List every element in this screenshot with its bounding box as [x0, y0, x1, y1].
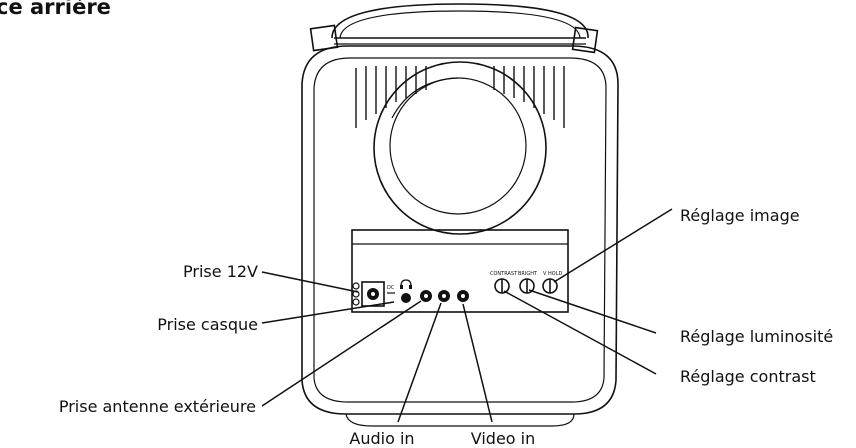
label-reglage-image: Réglage image: [680, 206, 800, 225]
tv-cabinet: [301, 45, 619, 427]
contrast-marking: CONTRAST: [490, 271, 518, 277]
label-reglage-luminosite: Réglage luminosité: [680, 327, 833, 346]
bright-marking: BRIGHT: [518, 271, 538, 277]
ventilation-slots: [355, 66, 565, 128]
carry-handle: [309, 3, 599, 54]
connector-panel: [351, 229, 569, 313]
leader-lines: [261, 208, 673, 423]
adjustment-knobs: CONTRAST BRIGHT V HOLD: [490, 271, 562, 294]
label-audio-in: Audio in: [349, 429, 414, 448]
label-video-in: Video in: [471, 429, 536, 448]
picture-tube-bulge: [373, 61, 547, 235]
label-reglage-contrast: Réglage contrast: [680, 367, 816, 386]
page-title: ce arrière: [0, 0, 111, 19]
dc-marking: DC: [387, 285, 395, 291]
vhold-marking: V HOLD: [543, 271, 562, 277]
label-prise-casque: Prise casque: [157, 315, 258, 334]
headphone-jack: [400, 279, 412, 303]
label-prise-12v: Prise 12V: [183, 262, 258, 281]
label-prise-antenne: Prise antenne extérieure: [59, 397, 256, 416]
